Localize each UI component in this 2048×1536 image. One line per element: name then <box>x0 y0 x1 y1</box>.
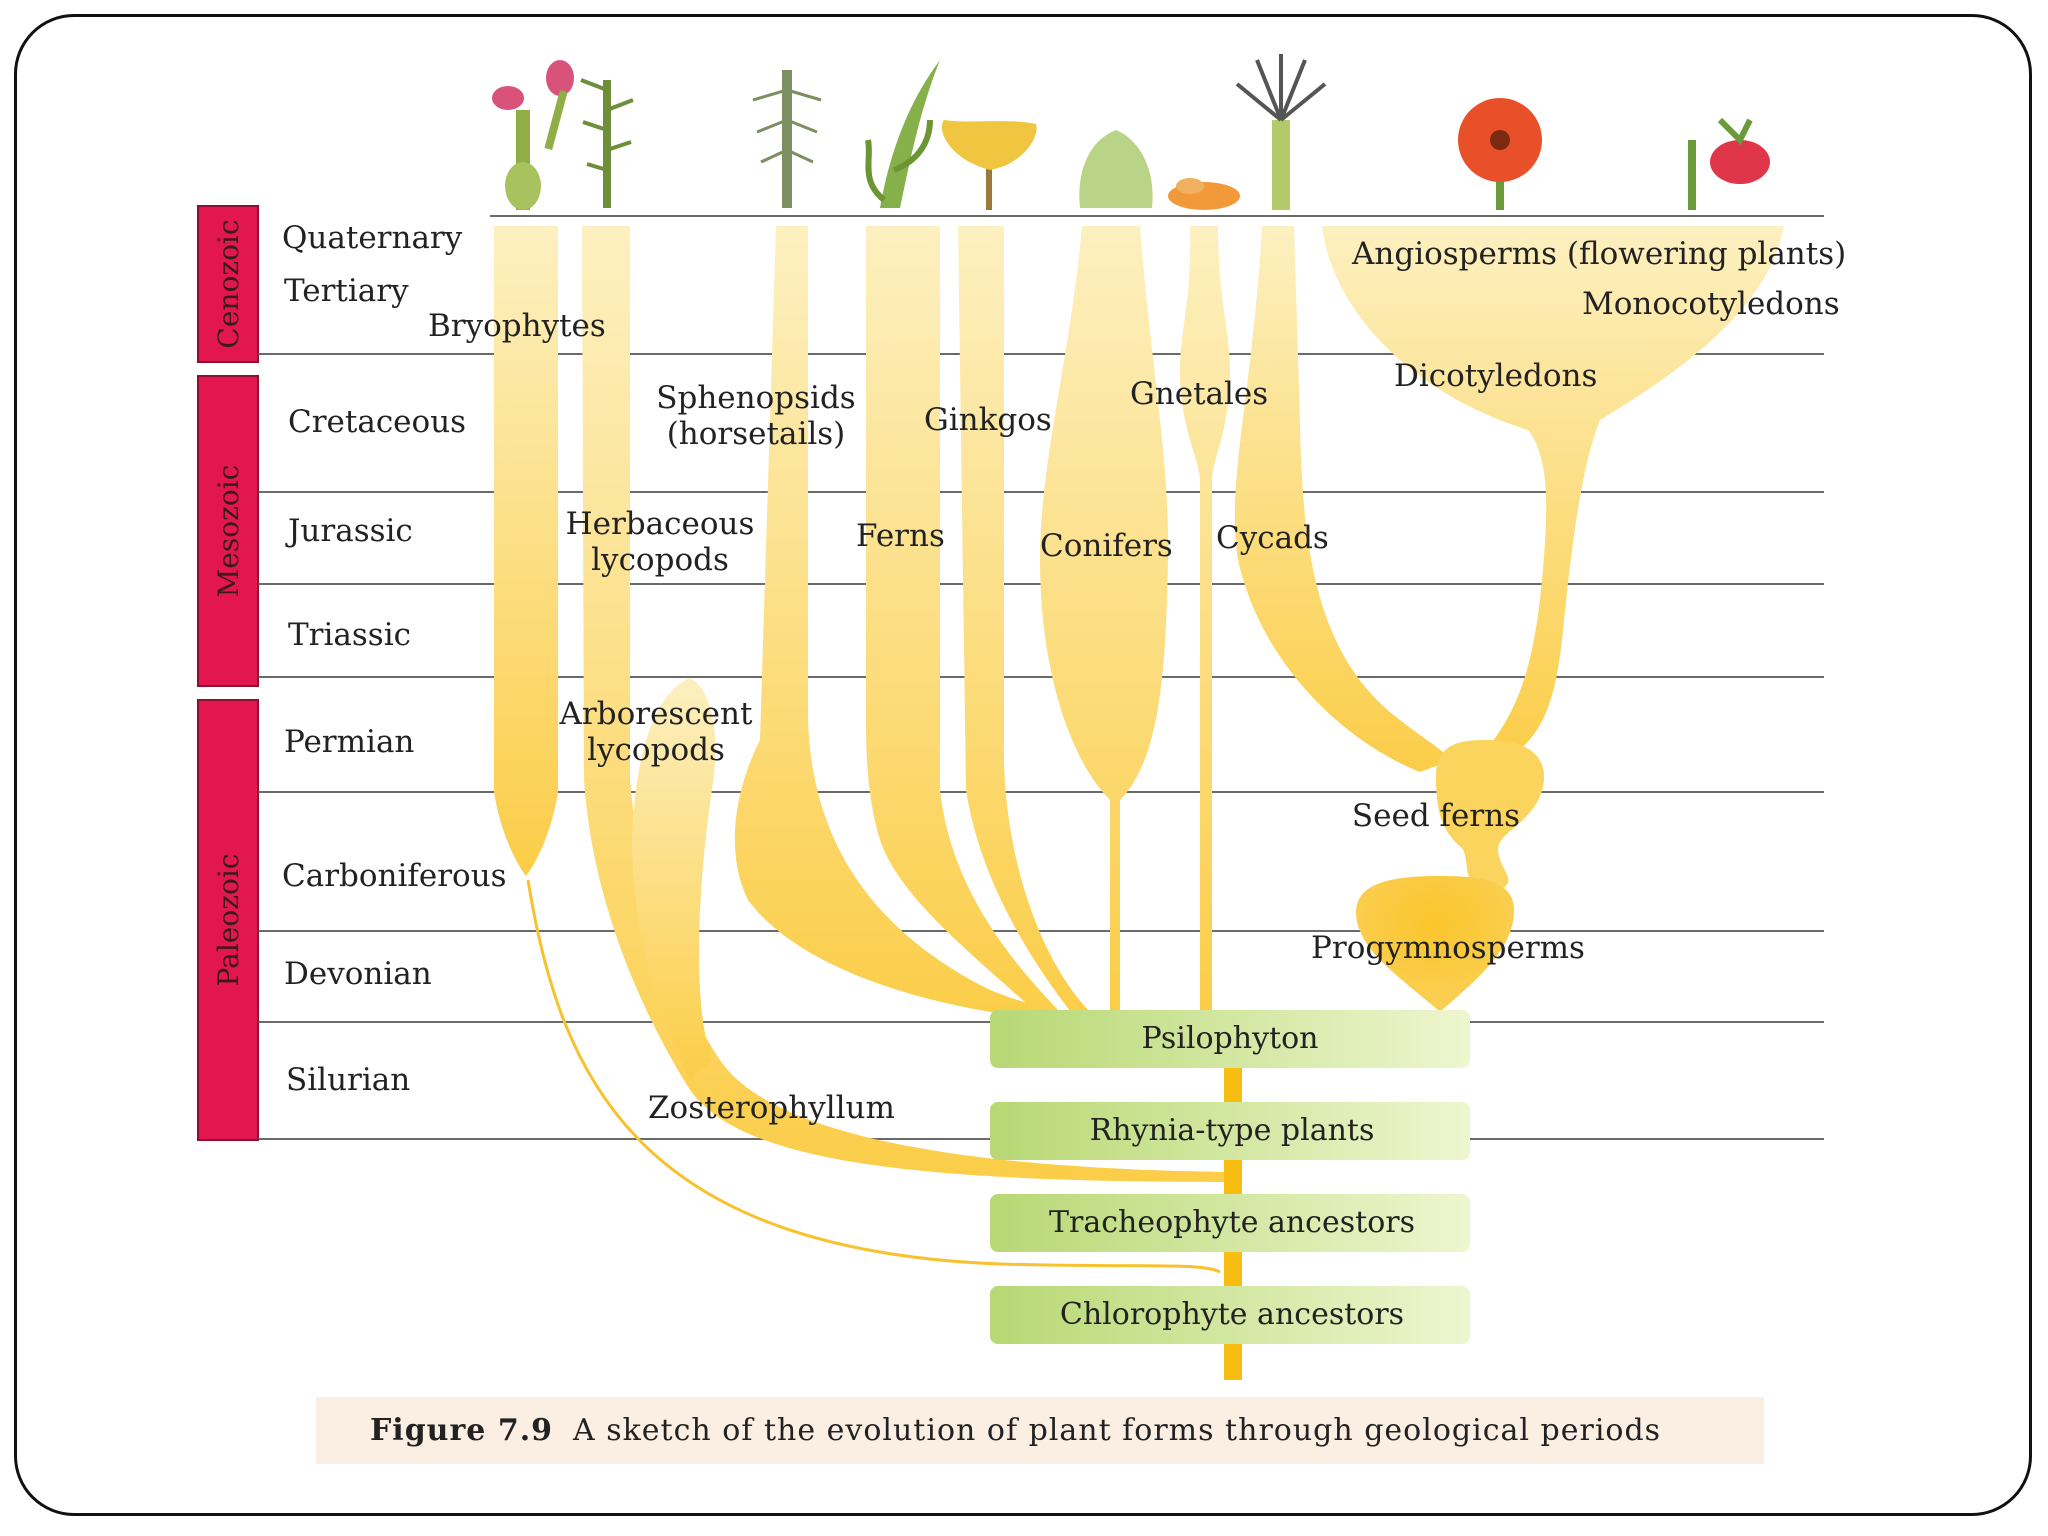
box-label-tracheophyte: Tracheophyte ancestors <box>1049 1205 1415 1240</box>
period-jurassic: Jurassic <box>285 513 413 549</box>
bryophyte-plant-icon <box>492 60 574 210</box>
label-dicotyledons: Dicotyledons <box>1394 358 1597 394</box>
label-arborescent-line2: lycopods <box>587 732 725 768</box>
ginkgos-branch <box>958 226 1090 1016</box>
label-herbaceous-line1: Herbaceous <box>566 506 755 542</box>
bryophyte-ancestry-line <box>526 879 1221 1274</box>
era-bar-mesozoic <box>197 375 259 687</box>
period-silurian: Silurian <box>286 1062 410 1098</box>
period-devonian: Devonian <box>284 956 432 992</box>
lycopod-plant-icon <box>580 78 634 208</box>
cycads-branch <box>1234 226 1452 772</box>
gnetales-branch <box>1180 226 1230 1016</box>
progymnosperms-node <box>1356 876 1514 1012</box>
era-label-paleozoic: Paleozoic <box>212 854 245 987</box>
label-arborescent-line1: Arborescent <box>559 696 753 732</box>
fern-plant-icon <box>865 60 940 208</box>
gnetales-plant-icon <box>1168 178 1240 210</box>
conifer-plant-icon <box>1079 130 1153 208</box>
label-ferns: Ferns <box>856 518 945 554</box>
label-seed-ferns: Seed ferns <box>1352 798 1520 834</box>
label-ginkgos: Ginkgos <box>924 402 1052 438</box>
period-quaternary: Quaternary <box>282 220 463 256</box>
box-chlorophyte <box>990 1286 1470 1344</box>
label-angiosperms: Angiosperms (flowering plants) <box>1351 236 1846 272</box>
box-label-psilophyton: Psilophyton <box>1142 1021 1319 1056</box>
box-psilophyton <box>990 1010 1470 1068</box>
ancestor-boxes: Psilophyton Rhynia-type plants Tracheoph… <box>990 1010 1470 1344</box>
arborescent-lycopods-branch <box>632 678 716 1080</box>
era-label-cenozoic: Cenozoic <box>212 219 245 348</box>
label-cycads: Cycads <box>1216 520 1329 556</box>
taxon-labels: Bryophytes Sphenopsids (horsetails) Gink… <box>428 236 1846 1126</box>
era-bars: Cenozoic Mesozoic Paleozoic <box>197 205 259 1141</box>
period-carboniferous: Carboniferous <box>282 858 507 894</box>
box-rhynia <box>990 1102 1470 1160</box>
label-zosterophyllum: Zosterophyllum <box>648 1090 895 1126</box>
flowering-plant-pink-icon <box>1688 117 1770 210</box>
plant-illustrations <box>492 54 1770 210</box>
period-tertiary: Tertiary <box>284 273 409 309</box>
period-permian: Permian <box>284 724 414 760</box>
era-label-mesozoic: Mesozoic <box>212 465 245 598</box>
label-conifers: Conifers <box>1040 528 1173 564</box>
label-monocotyledons: Monocotyledons <box>1582 286 1840 322</box>
label-gnetales: Gnetales <box>1130 376 1268 412</box>
figure-caption: Figure 7.9 A sketch of the evolution of … <box>316 1397 1764 1464</box>
flowering-plant-red-icon <box>1458 98 1542 210</box>
period-cretaceous: Cretaceous <box>288 404 466 440</box>
sphenopsids-branch <box>734 226 1080 1022</box>
era-bar-paleozoic <box>197 699 259 1141</box>
box-tracheophyte <box>990 1194 1470 1252</box>
period-labels: Quaternary Tertiary Cretaceous Jurassic … <box>282 220 507 1098</box>
label-bryophytes: Bryophytes <box>428 308 606 344</box>
horsetail-plant-icon <box>752 70 822 208</box>
ferns-branch <box>866 226 1060 1016</box>
label-sphenopsids-line2: (horsetails) <box>667 416 846 452</box>
figure-caption-text: A sketch of the evolution of plant forms… <box>573 1413 1662 1448</box>
period-triassic: Triassic <box>288 617 411 653</box>
bryophytes-branch <box>494 226 558 876</box>
label-herbaceous-line2: lycopods <box>591 542 729 578</box>
era-bar-cenozoic <box>197 205 259 363</box>
seed-ferns-node <box>1436 740 1545 890</box>
angiosperms-branch <box>1322 226 1784 764</box>
lineage-branches <box>494 226 1784 1182</box>
box-label-rhynia: Rhynia-type plants <box>1090 1113 1375 1148</box>
label-sphenopsids-line1: Sphenopsids <box>656 380 855 416</box>
box-label-chlorophyte: Chlorophyte ancestors <box>1060 1297 1404 1332</box>
conifers-branch <box>1040 226 1169 1016</box>
figure-number: Figure 7.9 <box>370 1413 554 1448</box>
ginkgo-plant-icon <box>941 120 1037 210</box>
label-progymnosperms: Progymnosperms <box>1311 930 1585 966</box>
cycad-plant-icon <box>1235 54 1327 210</box>
